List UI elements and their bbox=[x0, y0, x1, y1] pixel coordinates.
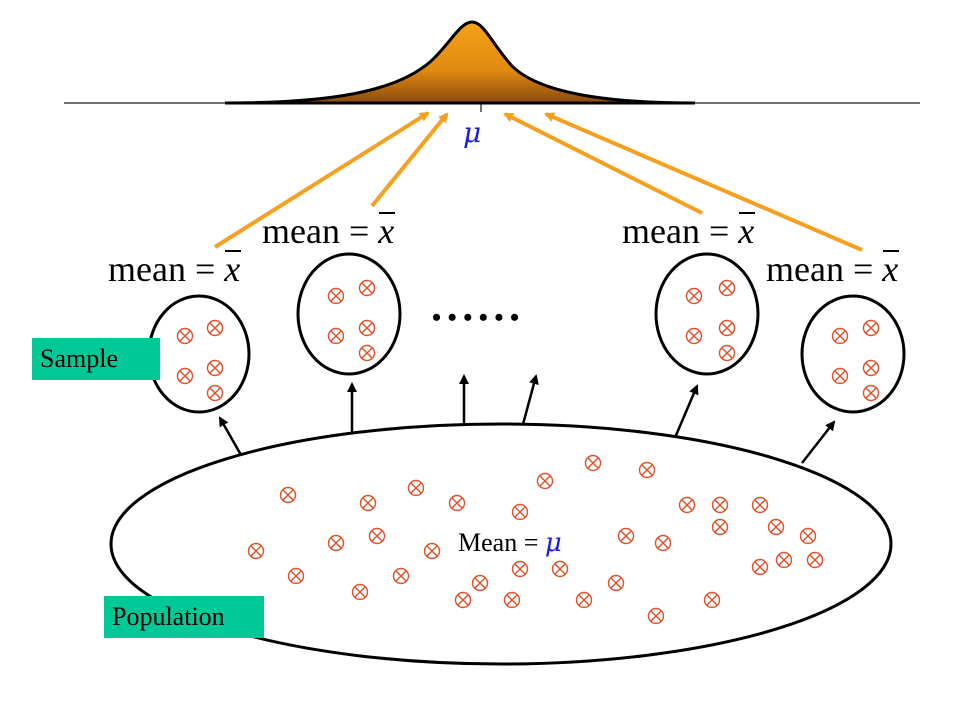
sample-label: Sample bbox=[32, 338, 160, 380]
mean-equals: = bbox=[339, 211, 379, 251]
mean-word: mean bbox=[622, 211, 700, 251]
circled-x-marker bbox=[454, 591, 472, 609]
mean-word: mean bbox=[766, 249, 844, 289]
circled-x-marker bbox=[767, 518, 785, 536]
circled-x-marker bbox=[368, 527, 386, 545]
xbar-symbol: x bbox=[738, 211, 756, 251]
circled-x-marker bbox=[775, 551, 793, 569]
xbar-symbol: x bbox=[378, 211, 396, 251]
circled-x-marker bbox=[511, 560, 529, 578]
circled-x-marker bbox=[718, 344, 736, 362]
population-label: Population bbox=[104, 596, 264, 638]
circled-x-marker bbox=[359, 494, 377, 512]
circled-x-marker bbox=[327, 534, 345, 552]
circled-x-marker bbox=[711, 496, 729, 514]
circled-x-marker bbox=[718, 279, 736, 297]
mean-arrow-4 bbox=[544, 112, 863, 252]
circled-x-marker bbox=[647, 607, 665, 625]
circled-x-marker bbox=[511, 503, 529, 521]
circled-x-marker bbox=[327, 287, 345, 305]
circled-x-marker bbox=[718, 319, 736, 337]
markers-group bbox=[176, 279, 880, 625]
circled-x-marker bbox=[799, 527, 817, 545]
draw-arrow-6 bbox=[801, 420, 836, 464]
circled-x-marker bbox=[287, 567, 305, 585]
circled-x-marker bbox=[831, 327, 849, 345]
circled-x-marker bbox=[678, 496, 696, 514]
circled-x-marker bbox=[607, 574, 625, 592]
circled-x-marker bbox=[654, 534, 672, 552]
circled-x-marker bbox=[358, 279, 376, 297]
circled-x-marker bbox=[503, 591, 521, 609]
circled-x-marker bbox=[685, 287, 703, 305]
population-mean-label: Mean = μ bbox=[456, 528, 564, 558]
circled-x-marker bbox=[831, 367, 849, 385]
mu-symbol: μ bbox=[463, 116, 482, 149]
sample-mean-label-3: mean = x bbox=[622, 210, 756, 252]
mean-word: mean bbox=[262, 211, 340, 251]
circled-x-marker bbox=[751, 496, 769, 514]
mean-word: mean bbox=[108, 249, 186, 289]
sample-ellipse-1 bbox=[147, 294, 251, 414]
ellipsis-dots: • • • • • • bbox=[432, 303, 519, 332]
mean-arrow-2 bbox=[370, 112, 449, 208]
sample-ellipse-2 bbox=[296, 252, 402, 376]
circled-x-marker bbox=[392, 567, 410, 585]
circled-x-marker bbox=[247, 542, 265, 560]
sample-mean-label-2: mean = x bbox=[262, 210, 396, 252]
circled-x-marker bbox=[327, 327, 345, 345]
circled-x-marker bbox=[176, 327, 194, 345]
xbar-symbol: x bbox=[882, 249, 900, 289]
mean-arrow-3 bbox=[503, 112, 703, 215]
circled-x-marker bbox=[206, 359, 224, 377]
circled-x-marker bbox=[351, 583, 369, 601]
circled-x-marker bbox=[584, 454, 602, 472]
circled-x-marker bbox=[806, 551, 824, 569]
circled-x-marker bbox=[448, 494, 466, 512]
circled-x-marker bbox=[862, 359, 880, 377]
xbar-symbol: x bbox=[224, 249, 242, 289]
circled-x-marker bbox=[206, 384, 224, 402]
circled-x-marker bbox=[638, 461, 656, 479]
circled-x-marker bbox=[206, 319, 224, 337]
mean-equals: = bbox=[843, 249, 883, 289]
circled-x-marker bbox=[711, 518, 729, 536]
circled-x-marker bbox=[862, 319, 880, 337]
circled-x-marker bbox=[617, 527, 635, 545]
mean-arrow-1 bbox=[213, 111, 430, 249]
circled-x-marker bbox=[176, 367, 194, 385]
circled-x-marker bbox=[862, 384, 880, 402]
circled-x-marker bbox=[471, 574, 489, 592]
circled-x-marker bbox=[575, 591, 593, 609]
circled-x-marker bbox=[536, 472, 554, 490]
sample-mean-label-4: mean = x bbox=[766, 248, 900, 290]
population-mean-mu: μ bbox=[544, 528, 562, 558]
circled-x-marker bbox=[685, 327, 703, 345]
draw-arrow-5 bbox=[672, 384, 699, 441]
circled-x-marker bbox=[751, 558, 769, 576]
draw-arrow-1 bbox=[218, 416, 243, 456]
circled-x-marker bbox=[423, 542, 441, 560]
sample-ellipse-3 bbox=[654, 252, 760, 376]
mean-equals: = bbox=[699, 211, 739, 251]
circled-x-marker bbox=[279, 486, 297, 504]
circled-x-marker bbox=[551, 560, 569, 578]
circled-x-marker bbox=[407, 479, 425, 497]
draw-arrow-4 bbox=[520, 374, 539, 429]
sample-mean-label-1: mean = x bbox=[108, 248, 242, 290]
circled-x-marker bbox=[358, 319, 376, 337]
circled-x-marker bbox=[358, 344, 376, 362]
sample-ellipse-4 bbox=[800, 294, 906, 414]
population-mean-prefix: Mean = bbox=[458, 528, 545, 557]
sampling-distribution-curve bbox=[224, 20, 696, 105]
circled-x-marker bbox=[703, 591, 721, 609]
mean-equals: = bbox=[185, 249, 225, 289]
